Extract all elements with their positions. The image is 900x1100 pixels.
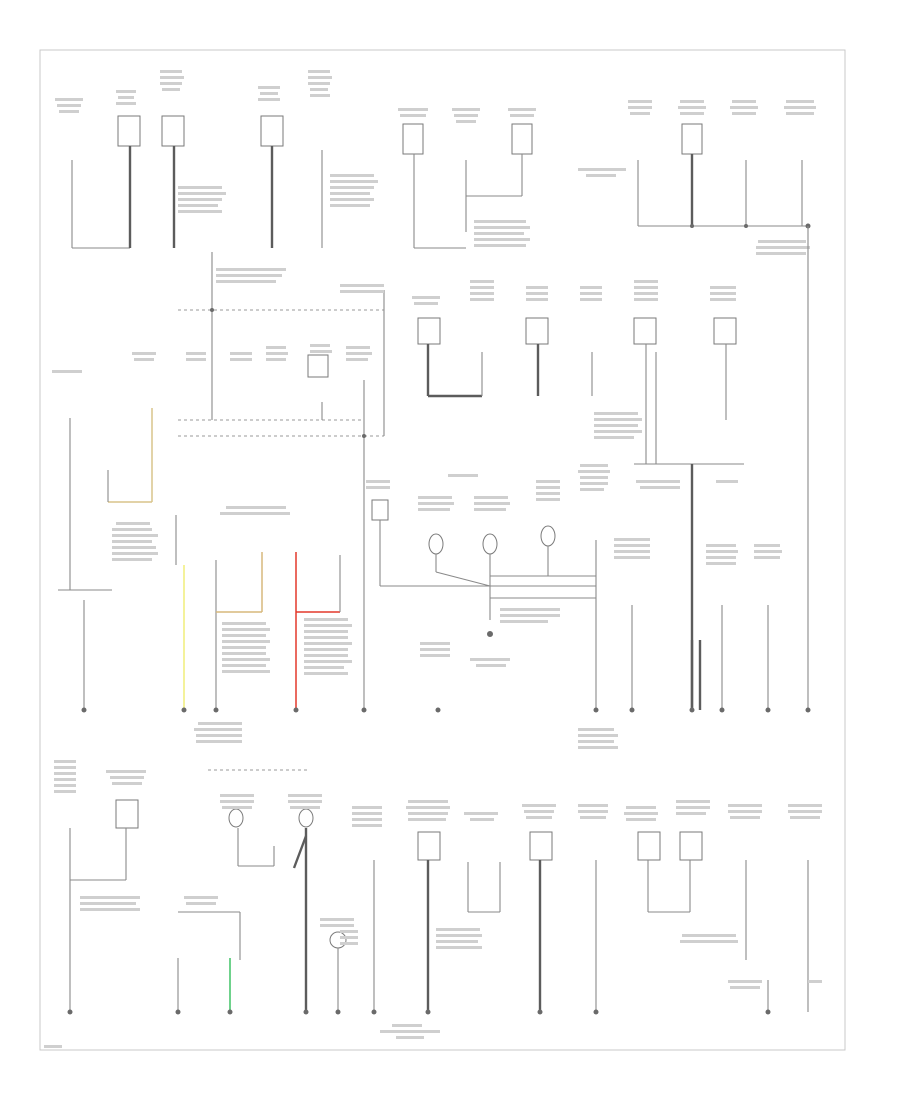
component-box	[529, 831, 553, 861]
label-placeholders	[55, 70, 816, 255]
component-box	[117, 115, 141, 147]
label-placeholders	[52, 268, 782, 749]
component-box	[260, 115, 284, 147]
component-box	[525, 317, 549, 345]
bottom-section	[44, 760, 822, 1048]
component-box	[681, 123, 703, 155]
component-box	[417, 831, 441, 861]
label-placeholders	[44, 760, 822, 1048]
middle-section	[52, 226, 811, 749]
component-box	[417, 317, 441, 345]
component-box	[161, 115, 185, 147]
component-box	[371, 499, 389, 521]
top-row-components	[55, 70, 816, 255]
component-box	[307, 354, 329, 378]
component-box	[713, 317, 737, 345]
component-box	[637, 831, 661, 861]
component-box	[402, 123, 424, 155]
component-box	[633, 317, 657, 345]
diagram-frame	[39, 49, 846, 1051]
component-box	[679, 831, 703, 861]
component-box	[115, 799, 139, 829]
component-box	[511, 123, 533, 155]
